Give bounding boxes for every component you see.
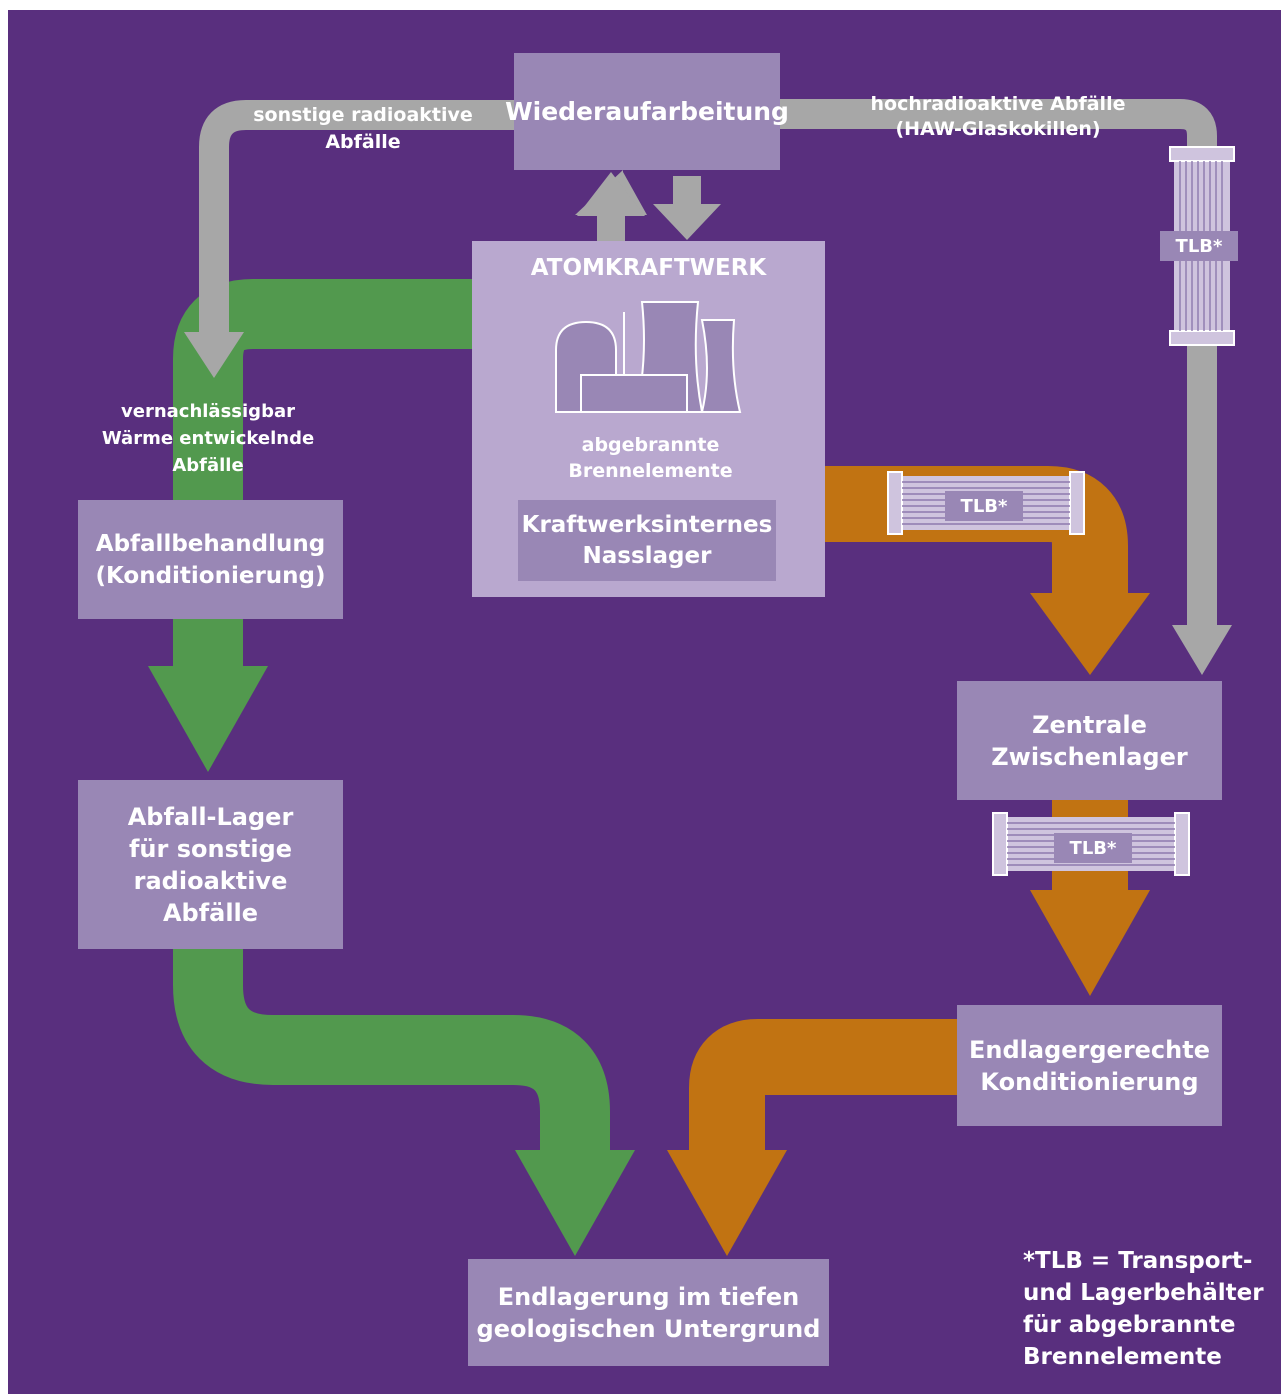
endlagerung-box: Endlagerung im tiefen geologischen Unter… [468,1259,829,1366]
wiederaufarbeitung-box: Wiederaufarbeitung [505,53,789,170]
power-plant-icon [555,301,742,413]
nasslager-box: Kraftwerksinternes Nasslager [518,500,776,581]
green-flow-to-endlagerung [173,945,610,1156]
green-arrow-to-endlagerung [515,1150,635,1256]
zentrale-zwischenlager-box: Zentrale Zwischenlager [957,681,1222,800]
gray-arrow-up-head [577,172,645,216]
tlb-footnote: *TLB = Transport- und Lagerbehälter für … [1023,1248,1264,1370]
orange-flow-to-endlagerung [689,1019,958,1156]
gray-arrow-sonstige [184,332,244,378]
tlb-label-horizontal-1: TLB* [945,491,1023,521]
gray-flow-hochradioaktiv [780,99,1217,627]
orange-arrow-to-zwischenlager [1030,593,1150,675]
orange-arrow-to-endlagerung [667,1150,787,1256]
gray-flow-sonstige [199,100,514,332]
gray-flow-down-stem [673,176,701,206]
sonstige-radioaktive-abfaelle-label: sonstige radioaktive Abfälle [253,104,473,153]
atomkraftwerk-title: ATOMKRAFTWERK [530,255,767,281]
abfall-lager-box: Abfall-Lager für sonstige radioaktive Ab… [78,780,343,949]
endlagergerechte-konditionierung-box: Endlagergerechte Konditionierung [957,1005,1222,1126]
cooling-tower-small-icon [700,319,742,413]
vernachlaessigbar-label: vernachlässigbar Wärme entwickelnde Abfä… [101,401,315,476]
gray-arrow-hochradioaktiv [1172,625,1232,675]
tlb-label-horizontal-2: TLB* [1054,833,1132,863]
turbine-hall-icon [580,374,688,413]
tlb-container-icon-horizontal-1 [887,471,1085,535]
abfallbehandlung-box: Abfallbehandlung (Konditionierung) [78,500,343,619]
diagram-canvas: TLB* TLB* TLB* Wiederaufarbeitung ATOMKR… [8,10,1281,1394]
orange-arrow-to-endlagergerechte [1030,890,1150,996]
abgebrannte-brennelemente-label: abgebrannte Brennelemente [568,434,733,482]
gray-arrow-down-to-atomkraftwerk [653,204,721,240]
tlb-label-vertical: TLB* [1160,231,1238,261]
green-arrow-to-abfall-lager [148,666,268,772]
hochradioaktive-abfaelle-label: hochradioaktive Abfälle (HAW-Glaskokille… [870,93,1126,140]
gray-flow-up-stem [597,212,625,244]
